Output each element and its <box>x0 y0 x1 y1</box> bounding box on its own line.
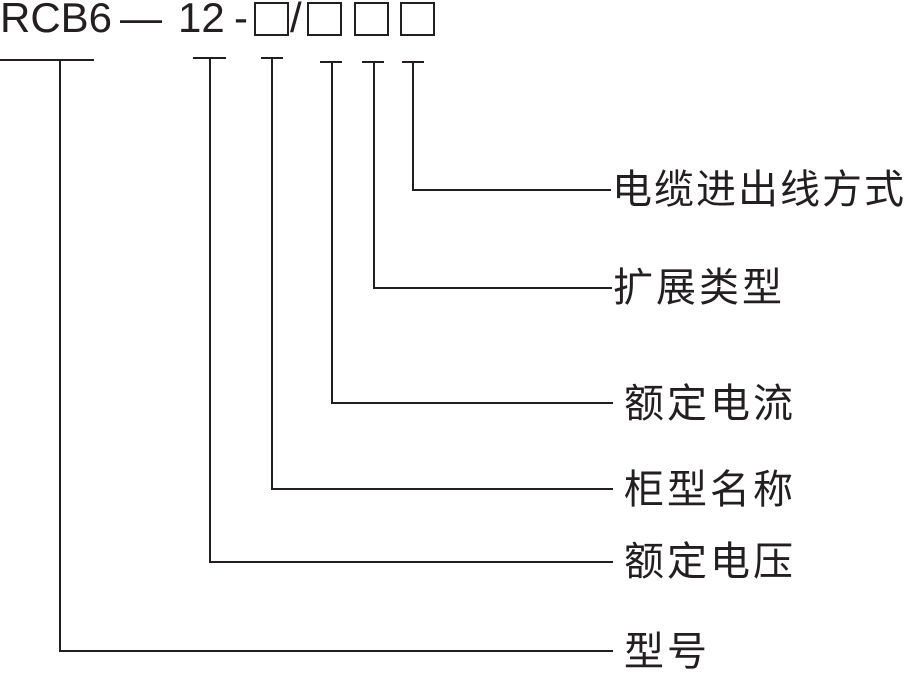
label-rated-current: 额定电流 <box>624 381 796 427</box>
label-rated-voltage: 额定电压 <box>624 539 796 585</box>
model-leader-vertical <box>59 59 61 652</box>
code-slash: / <box>290 0 302 41</box>
code-long-dash: — <box>120 0 162 41</box>
label-extension-type: 扩展类型 <box>613 265 785 311</box>
cabinet-leader-horizontal <box>271 488 613 490</box>
cabinet-leader-vertical <box>271 57 273 490</box>
current-leader-vertical <box>331 61 333 403</box>
label-cable-inout-mode: 电缆进出线方式 <box>612 167 906 213</box>
placeholder-box-3 <box>354 2 389 36</box>
extension-leader-horizontal <box>373 287 612 289</box>
placeholder-box-2 <box>307 2 342 36</box>
cable-leader-vertical <box>412 61 414 190</box>
placeholder-box-1 <box>254 2 289 36</box>
label-cabinet-type-name: 柜型名称 <box>624 467 796 513</box>
model-bracket-top <box>0 59 94 61</box>
placeholder-box-4 <box>400 2 435 36</box>
model-leader-horizontal <box>59 650 613 652</box>
code-prefix: RCB6 <box>0 0 113 41</box>
voltage-leader-horizontal <box>209 561 613 563</box>
current-leader-horizontal <box>331 402 613 404</box>
code-short-dash: - <box>234 0 248 41</box>
voltage-leader-vertical <box>209 57 211 563</box>
label-model: 型号 <box>624 629 710 675</box>
extension-leader-vertical <box>373 61 375 289</box>
cable-leader-horizontal <box>412 189 611 191</box>
code-voltage: 12 <box>178 0 225 41</box>
